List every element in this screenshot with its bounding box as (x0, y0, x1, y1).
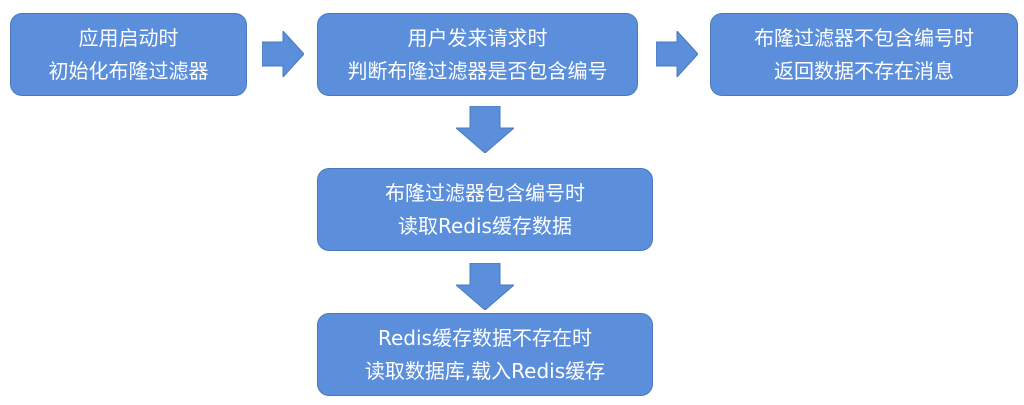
node-filter-not-contains: 布隆过滤器不包含编号时 返回数据不存在消息 (710, 13, 1018, 96)
node-filter-contains-line1: 布隆过滤器包含编号时 (385, 180, 585, 205)
node-user-request: 用户发来请求时 判断布隆过滤器是否包含编号 (317, 13, 638, 96)
node-user-request-line2: 判断布隆过滤器是否包含编号 (347, 58, 608, 83)
node-redis-miss-line1: Redis缓存数据不存在时 (378, 325, 592, 350)
node-redis-miss: Redis缓存数据不存在时 读取数据库,载入Redis缓存 (317, 313, 653, 396)
node-filter-contains-line2: 读取Redis缓存数据 (398, 213, 572, 238)
arrow-down-icon (456, 106, 514, 153)
arrow-down-icon (456, 263, 514, 310)
node-app-startup-line1: 应用启动时 (78, 25, 179, 50)
arrow-right-icon (262, 31, 304, 77)
arrow-right-icon (656, 31, 698, 77)
node-app-startup-line2: 初始化布隆过滤器 (48, 58, 209, 83)
node-app-startup: 应用启动时 初始化布隆过滤器 (10, 13, 247, 96)
node-user-request-line1: 用户发来请求时 (407, 25, 548, 50)
node-redis-miss-line2: 读取数据库,载入Redis缓存 (364, 358, 606, 383)
node-filter-not-contains-line1: 布隆过滤器不包含编号时 (754, 25, 974, 50)
node-filter-contains: 布隆过滤器包含编号时 读取Redis缓存数据 (317, 168, 653, 251)
node-filter-not-contains-line2: 返回数据不存在消息 (774, 58, 954, 83)
